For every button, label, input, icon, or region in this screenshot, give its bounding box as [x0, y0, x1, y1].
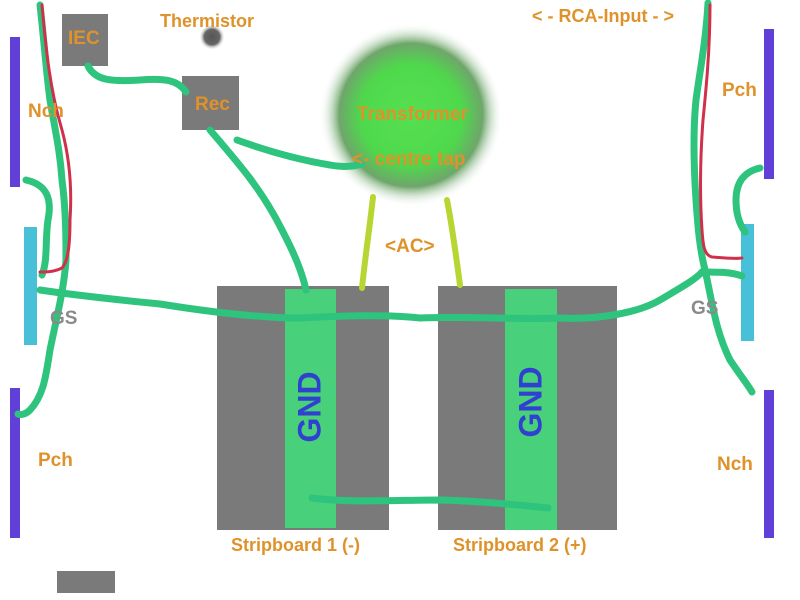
wire-left-upper [22, 176, 53, 279]
rec-label: Rec [195, 94, 230, 115]
centre-tap-label: <- centre tap [352, 149, 466, 170]
nch-left-label: Nch [28, 101, 64, 122]
small-grey-block [57, 571, 115, 593]
rca-input-label: < - RCA-Input - > [532, 6, 674, 26]
wire-ac-1 [359, 194, 376, 291]
iec-box [62, 14, 108, 66]
wire-stripboard-link [308, 494, 552, 512]
right-gs-heatsink [741, 224, 754, 341]
transformer-label: Transformer [357, 104, 468, 125]
left-nch-heatsink [10, 37, 20, 187]
rec-box [182, 76, 239, 130]
wire-iec-to-rec [84, 62, 190, 96]
wire-right-gs [698, 268, 746, 280]
wire-rec-to-centre-tap [233, 136, 366, 171]
nch-right-label: Nch [717, 454, 753, 475]
gnd-1-label: GND [291, 371, 328, 443]
wire-right-vertical [690, 0, 756, 396]
stripboard-2-gnd-strip [505, 289, 557, 530]
wire-rec-to-stripboard-1 [206, 126, 310, 294]
stripboard-1-label: Stripboard 1 (-) [231, 535, 360, 555]
thermistor-part [199, 24, 225, 50]
gnd-2-label: GND [512, 366, 549, 438]
left-pch-heatsink [10, 388, 20, 538]
gs-right-label: GS [691, 298, 719, 319]
left-gs-heatsink [24, 227, 37, 345]
right-nch-heatsink [764, 390, 774, 538]
wire-red-left [38, 3, 73, 274]
gs-left-label: GS [50, 308, 78, 329]
wire-ac-2 [444, 197, 463, 288]
wire-right-upper [732, 164, 764, 236]
pch-right-label: Pch [722, 80, 757, 101]
wire-red-right [699, 3, 744, 260]
transformer-core [319, 23, 503, 207]
wire-ground-bus [36, 268, 706, 323]
iec-label: IEC [68, 28, 100, 49]
pch-left-label: Pch [38, 450, 73, 471]
thermistor-label: Thermistor [160, 11, 255, 31]
ac-label: <AC> [385, 236, 435, 257]
stripboard-2-label: Stripboard 2 (+) [453, 535, 587, 555]
wire-left-vertical [14, 1, 70, 418]
stripboard-1-gnd-strip [285, 289, 336, 528]
right-pch-heatsink [764, 29, 774, 179]
